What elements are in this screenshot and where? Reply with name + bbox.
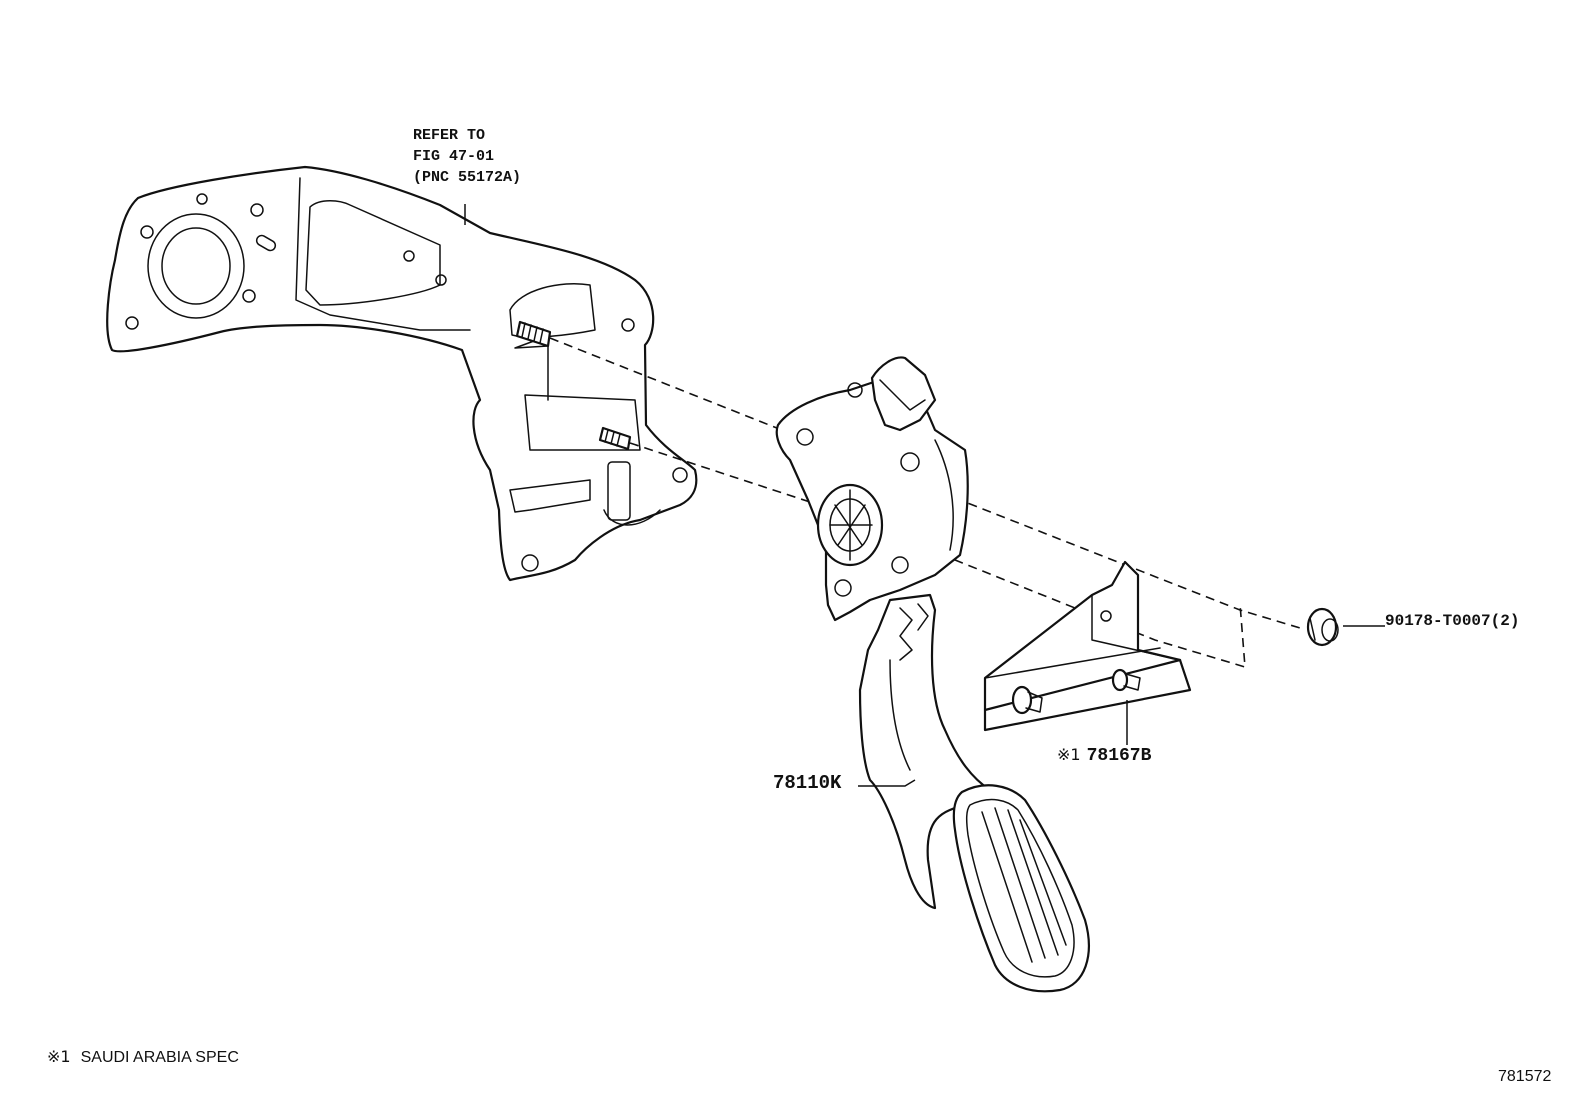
part-number-label: 78167B	[1086, 746, 1152, 766]
footnote-text: SAUDI ARABIA SPEC	[80, 1049, 239, 1066]
pedal-pad	[952, 784, 1090, 993]
spec-mark: ※1	[1057, 745, 1081, 764]
flange-nut	[1306, 607, 1339, 647]
reference-note: REFER TO FIG 47-01 (PNC 55172A)	[413, 125, 521, 188]
part-number-label: 90178-T0007(2)	[1385, 612, 1520, 630]
reference-note-line-2: FIG 47-01	[413, 148, 495, 165]
alignment-lines	[549, 337, 1301, 669]
stopper-bumper-left	[1011, 685, 1043, 715]
pedal-pivot-sensor	[816, 483, 884, 567]
figure-code: 781572	[1498, 1068, 1552, 1085]
part-number-accelerator-pedal[interactable]: 78110K	[773, 772, 841, 794]
part-number-label: 78110K	[773, 772, 842, 794]
stopper-bumper-right	[1111, 668, 1141, 692]
pedal-mounting-bracket	[106, 165, 698, 582]
accelerator-pedal-assembly	[775, 356, 1090, 993]
reference-note-line-3: (PNC 55172A)	[413, 169, 522, 186]
bracket-stud-bolt-lower	[598, 426, 632, 451]
leader-lines	[464, 204, 1385, 787]
part-number-flange-nut[interactable]: 90178-T0007(2)	[1385, 612, 1519, 630]
footnote: ※1 SAUDI ARABIA SPEC	[47, 1047, 239, 1067]
reference-note-line-1: REFER TO	[413, 127, 486, 144]
stopper-bracket	[983, 560, 1192, 732]
footnote-mark: ※1	[47, 1047, 71, 1066]
part-number-stopper-bracket[interactable]: ※1 78167B	[1057, 745, 1151, 766]
bracket-stud-bolt-upper	[515, 320, 552, 348]
